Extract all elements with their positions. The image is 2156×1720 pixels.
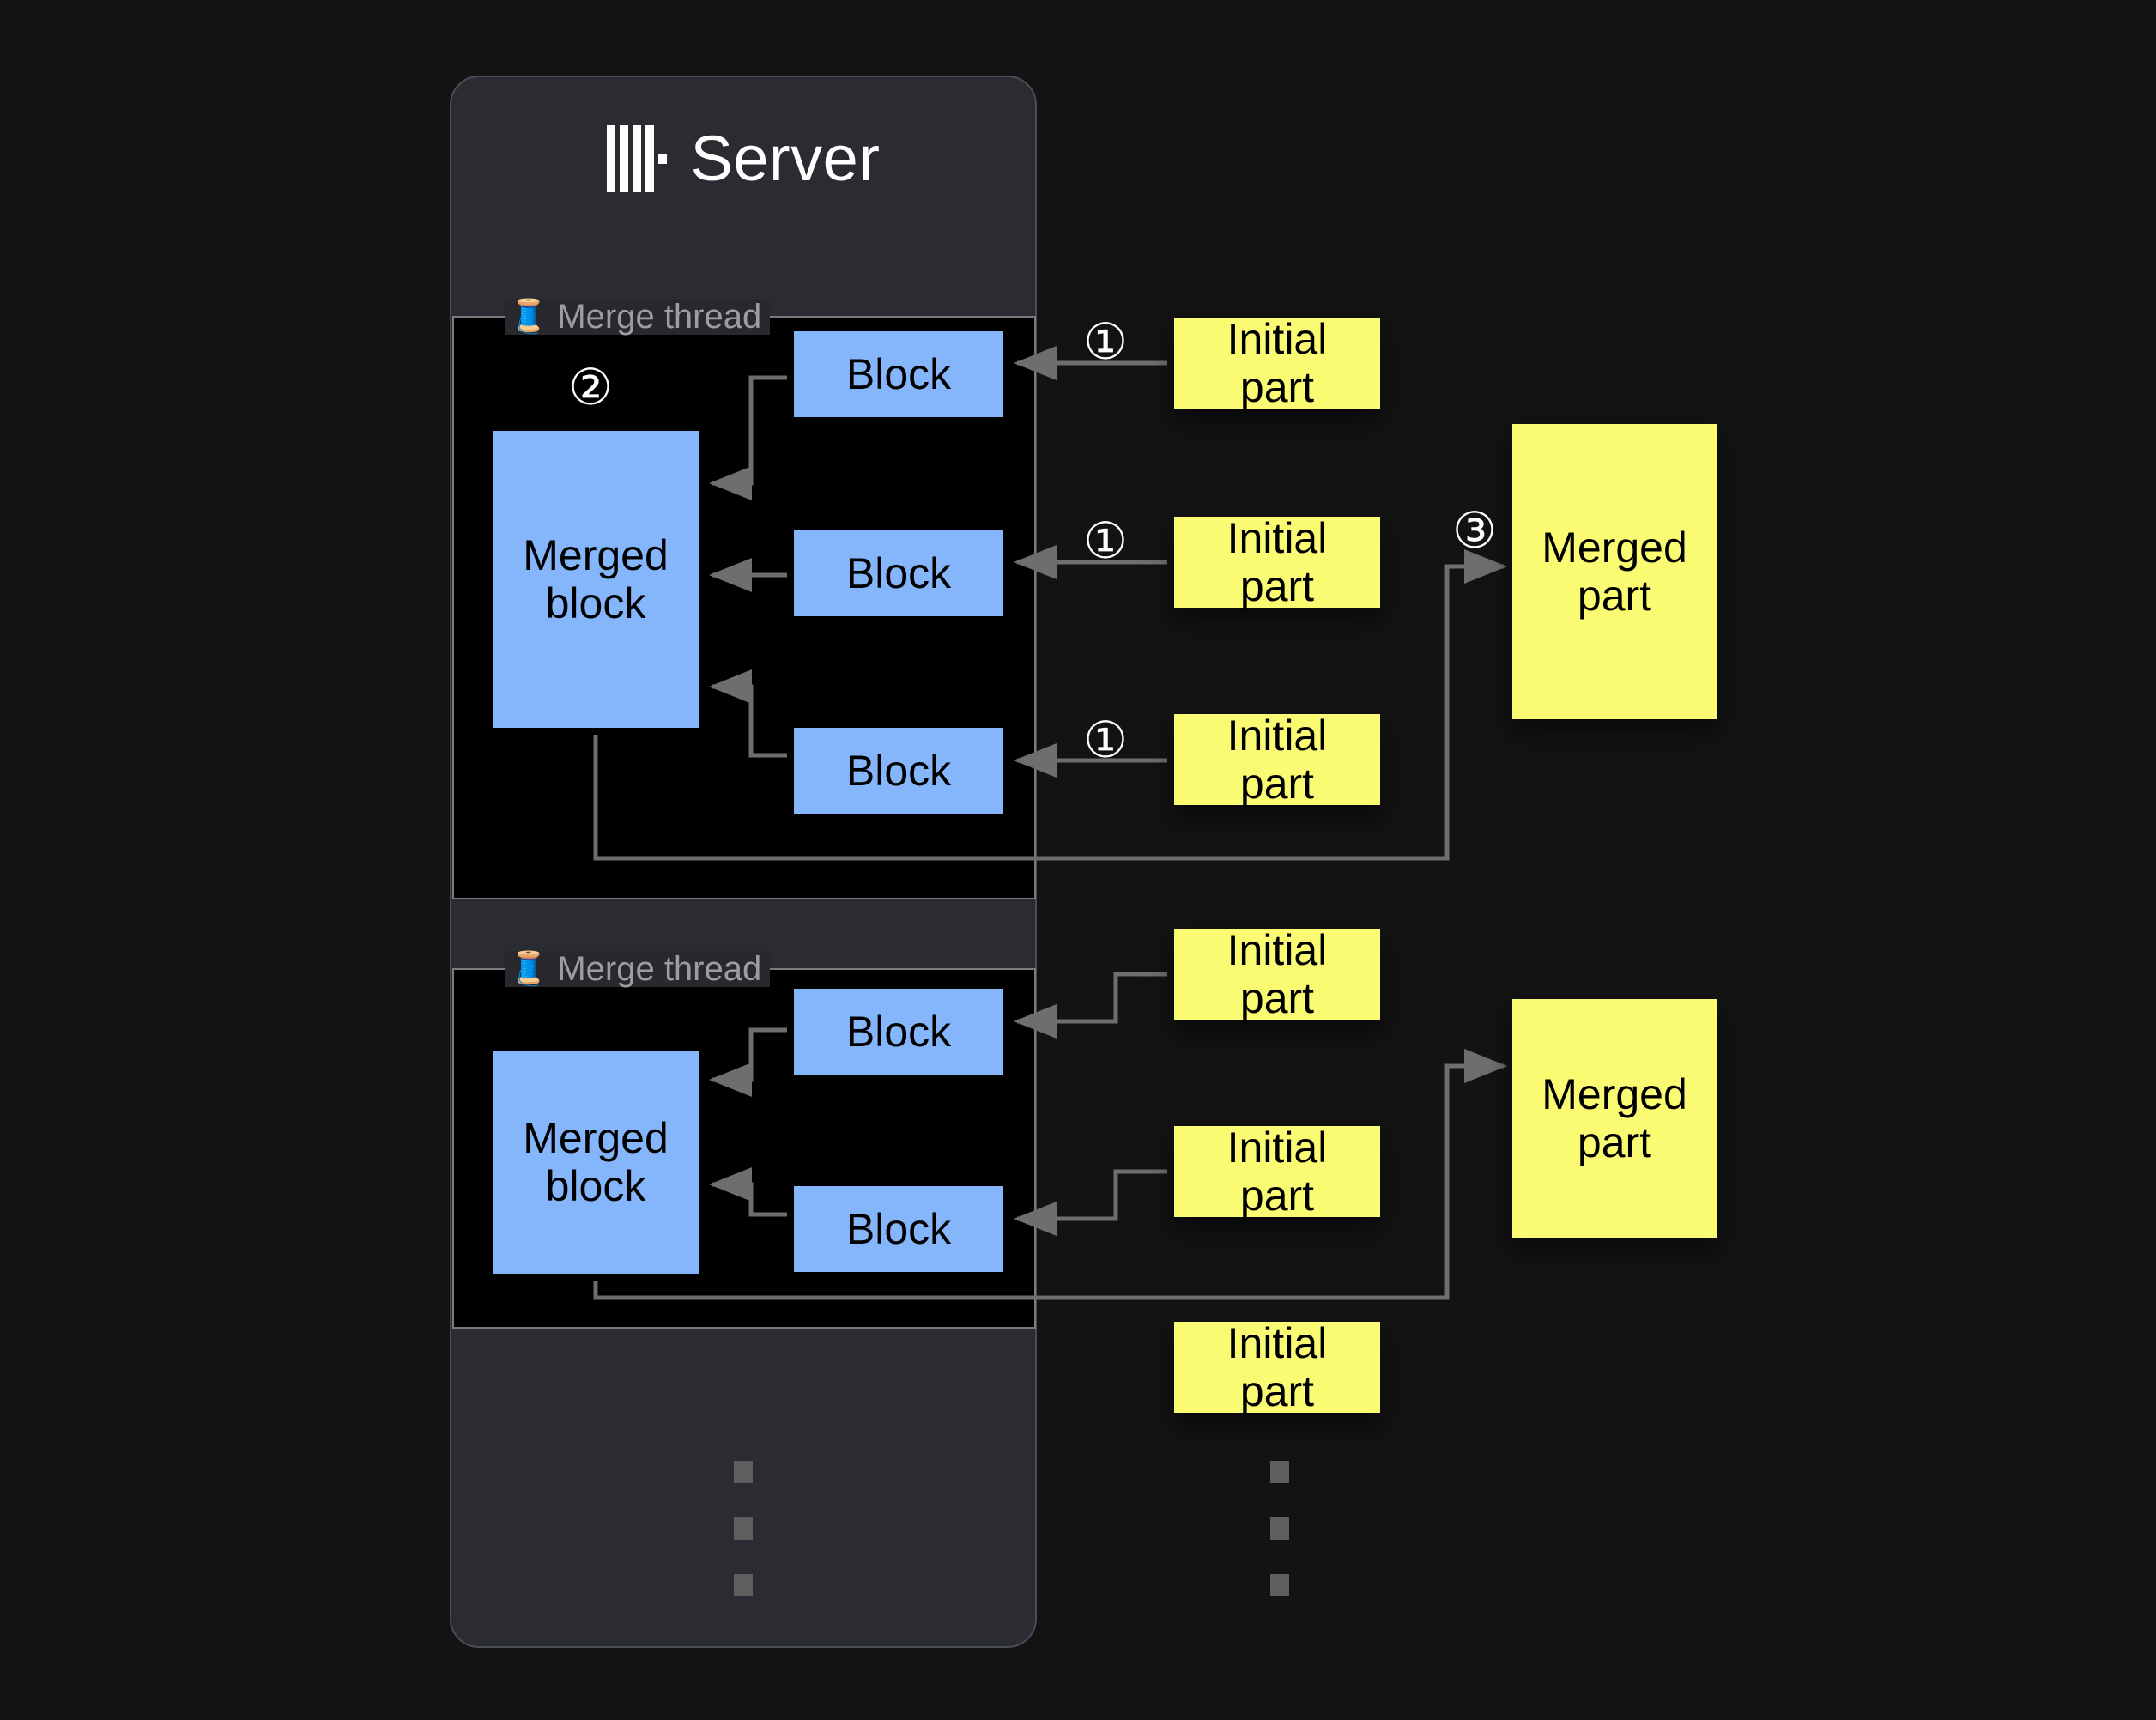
block-4: Block xyxy=(794,989,1003,1075)
server-ellipsis xyxy=(734,1461,753,1596)
initial-part-label-line2: part xyxy=(1239,1172,1315,1220)
thread-spool-icon: 🧵 xyxy=(508,299,549,335)
step-marker-1-a: ① xyxy=(1083,314,1128,370)
arrow-initialpart-4-to-block xyxy=(1013,972,1167,1039)
ellipsis-dot xyxy=(1270,1574,1289,1596)
initial-part-label-line2: part xyxy=(1239,974,1315,1022)
merged-part-1: Merged part xyxy=(1512,424,1717,719)
initial-part-5: Initial part xyxy=(1174,1123,1380,1220)
initial-part-2: Initial part xyxy=(1174,514,1380,610)
block-1: Block xyxy=(794,331,1003,417)
step-marker-1-c: ① xyxy=(1083,712,1128,768)
initial-part-3: Initial part xyxy=(1174,712,1380,808)
initial-part-label-line2: part xyxy=(1239,562,1315,610)
merged-part-label-line1: Merged xyxy=(1541,1070,1687,1118)
step-marker-1-b: ① xyxy=(1083,513,1128,569)
clickhouse-logo-icon xyxy=(606,125,667,192)
initial-part-label-line1: Initial xyxy=(1226,926,1328,974)
merged-block-label-line2: block xyxy=(545,579,646,627)
merged-block-label-line1: Merged xyxy=(523,1114,669,1162)
initial-part-label-line2: part xyxy=(1239,1367,1315,1415)
ellipsis-dot xyxy=(1270,1517,1289,1540)
ellipsis-dot xyxy=(734,1461,753,1483)
block-3: Block xyxy=(794,728,1003,814)
initial-part-label-line1: Initial xyxy=(1226,1319,1328,1367)
ellipsis-dot xyxy=(734,1574,753,1596)
initial-part-label-line1: Initial xyxy=(1226,712,1328,760)
merged-block-1: Merged block xyxy=(493,431,699,728)
step-marker-3: ③ xyxy=(1452,503,1497,559)
ellipsis-dot xyxy=(1270,1461,1289,1483)
initial-part-label-line1: Initial xyxy=(1226,315,1328,363)
merged-block-2: Merged block xyxy=(493,1051,699,1274)
step-marker-2: ② xyxy=(568,360,613,415)
arrow-initialpart-5-to-block xyxy=(1013,1169,1167,1236)
block-5: Block xyxy=(794,1186,1003,1272)
merged-block-label-line2: block xyxy=(545,1162,646,1210)
server-header: Server xyxy=(450,107,1037,210)
initial-part-label-line1: Initial xyxy=(1226,1123,1328,1172)
merge-thread-label-2: 🧵 Merge thread xyxy=(505,950,771,988)
merge-thread-label-1: 🧵 Merge thread xyxy=(505,298,771,336)
merged-part-2: Merged part xyxy=(1512,999,1717,1238)
block-2: Block xyxy=(794,530,1003,616)
merged-part-label-line1: Merged xyxy=(1541,524,1687,572)
merge-thread-label-text: Merge thread xyxy=(557,298,762,336)
initial-part-4: Initial part xyxy=(1174,926,1380,1022)
merged-part-label-line2: part xyxy=(1577,1118,1652,1166)
initial-part-label-line1: Initial xyxy=(1226,514,1328,562)
initial-part-6: Initial part xyxy=(1174,1319,1380,1415)
server-title: Server xyxy=(690,123,881,194)
initial-part-label-line2: part xyxy=(1239,760,1315,808)
merge-thread-label-text: Merge thread xyxy=(557,950,762,988)
merged-part-label-line2: part xyxy=(1577,572,1652,620)
merged-block-label-line1: Merged xyxy=(523,531,669,579)
thread-spool-icon: 🧵 xyxy=(508,951,549,987)
parts-ellipsis xyxy=(1270,1461,1289,1596)
initial-part-label-line2: part xyxy=(1239,363,1315,411)
initial-part-1: Initial part xyxy=(1174,315,1380,411)
ellipsis-dot xyxy=(734,1517,753,1540)
